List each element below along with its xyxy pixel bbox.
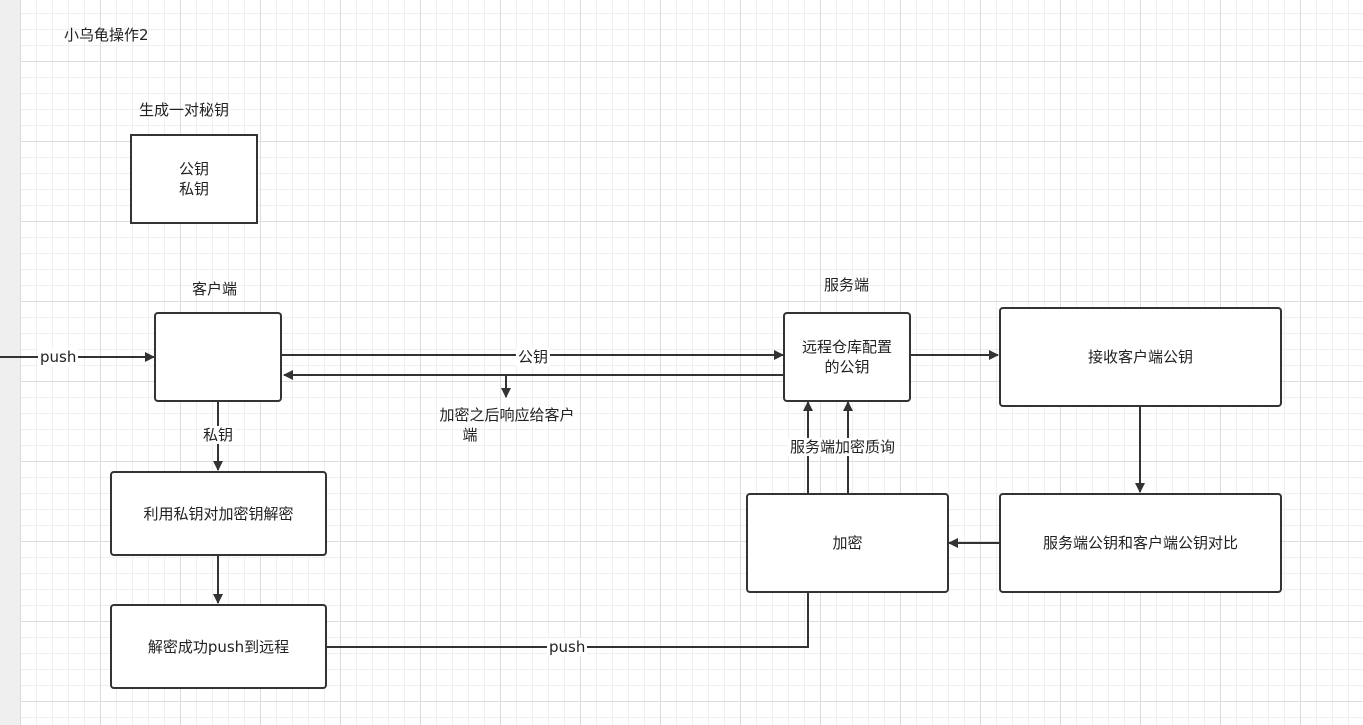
remote-pubkey-line1: 远程仓库配置 xyxy=(801,338,892,356)
encrypt-label: 加密 xyxy=(832,534,863,552)
diagram-title: 小乌龟操作2 xyxy=(64,26,149,44)
server-heading: 服务端 xyxy=(824,276,870,294)
edge-label-push-in: push xyxy=(38,348,79,366)
edge-label-response-line1: 加密之后响应给客户 xyxy=(439,406,575,424)
receive-pubkey-node[interactable]: 接收客户端公钥 xyxy=(999,307,1282,407)
client-node[interactable] xyxy=(154,312,282,402)
edge-label-pubkey: 公钥 xyxy=(516,348,551,366)
receive-pubkey-label: 接收客户端公钥 xyxy=(1087,348,1193,366)
compare-node[interactable]: 服务端公钥和客户端公钥对比 xyxy=(999,493,1282,593)
edge-label-response: 加密之后响应给客户 端 xyxy=(432,405,582,445)
push-remote-label: 解密成功push到远程 xyxy=(147,637,290,656)
decrypt-node[interactable]: 利用私钥对加密钥解密 xyxy=(110,471,327,556)
client-heading: 客户端 xyxy=(192,280,238,298)
edge-label-push-out: push xyxy=(547,638,588,656)
keypair-box[interactable]: 公钥 私钥 xyxy=(130,134,258,224)
keypair-private: 私钥 xyxy=(178,180,209,198)
push-remote-node[interactable]: 解密成功push到远程 xyxy=(110,604,327,689)
edge-label-challenge: 服务端加密质询 xyxy=(788,438,898,456)
compare-label: 服务端公钥和客户端公钥对比 xyxy=(1042,534,1238,552)
keypair-heading: 生成一对秘钥 xyxy=(139,101,230,119)
edge-label-response-line2: 端 xyxy=(462,426,478,444)
remote-pubkey-node[interactable]: 远程仓库配置 的公钥 xyxy=(783,312,911,402)
edge-label-privkey: 私钥 xyxy=(201,426,236,444)
encrypt-node[interactable]: 加密 xyxy=(746,493,949,593)
remote-pubkey-line2: 的公钥 xyxy=(824,358,870,376)
keypair-public: 公钥 xyxy=(178,160,209,178)
left-gutter xyxy=(0,0,21,725)
decrypt-label: 利用私钥对加密钥解密 xyxy=(143,504,294,523)
